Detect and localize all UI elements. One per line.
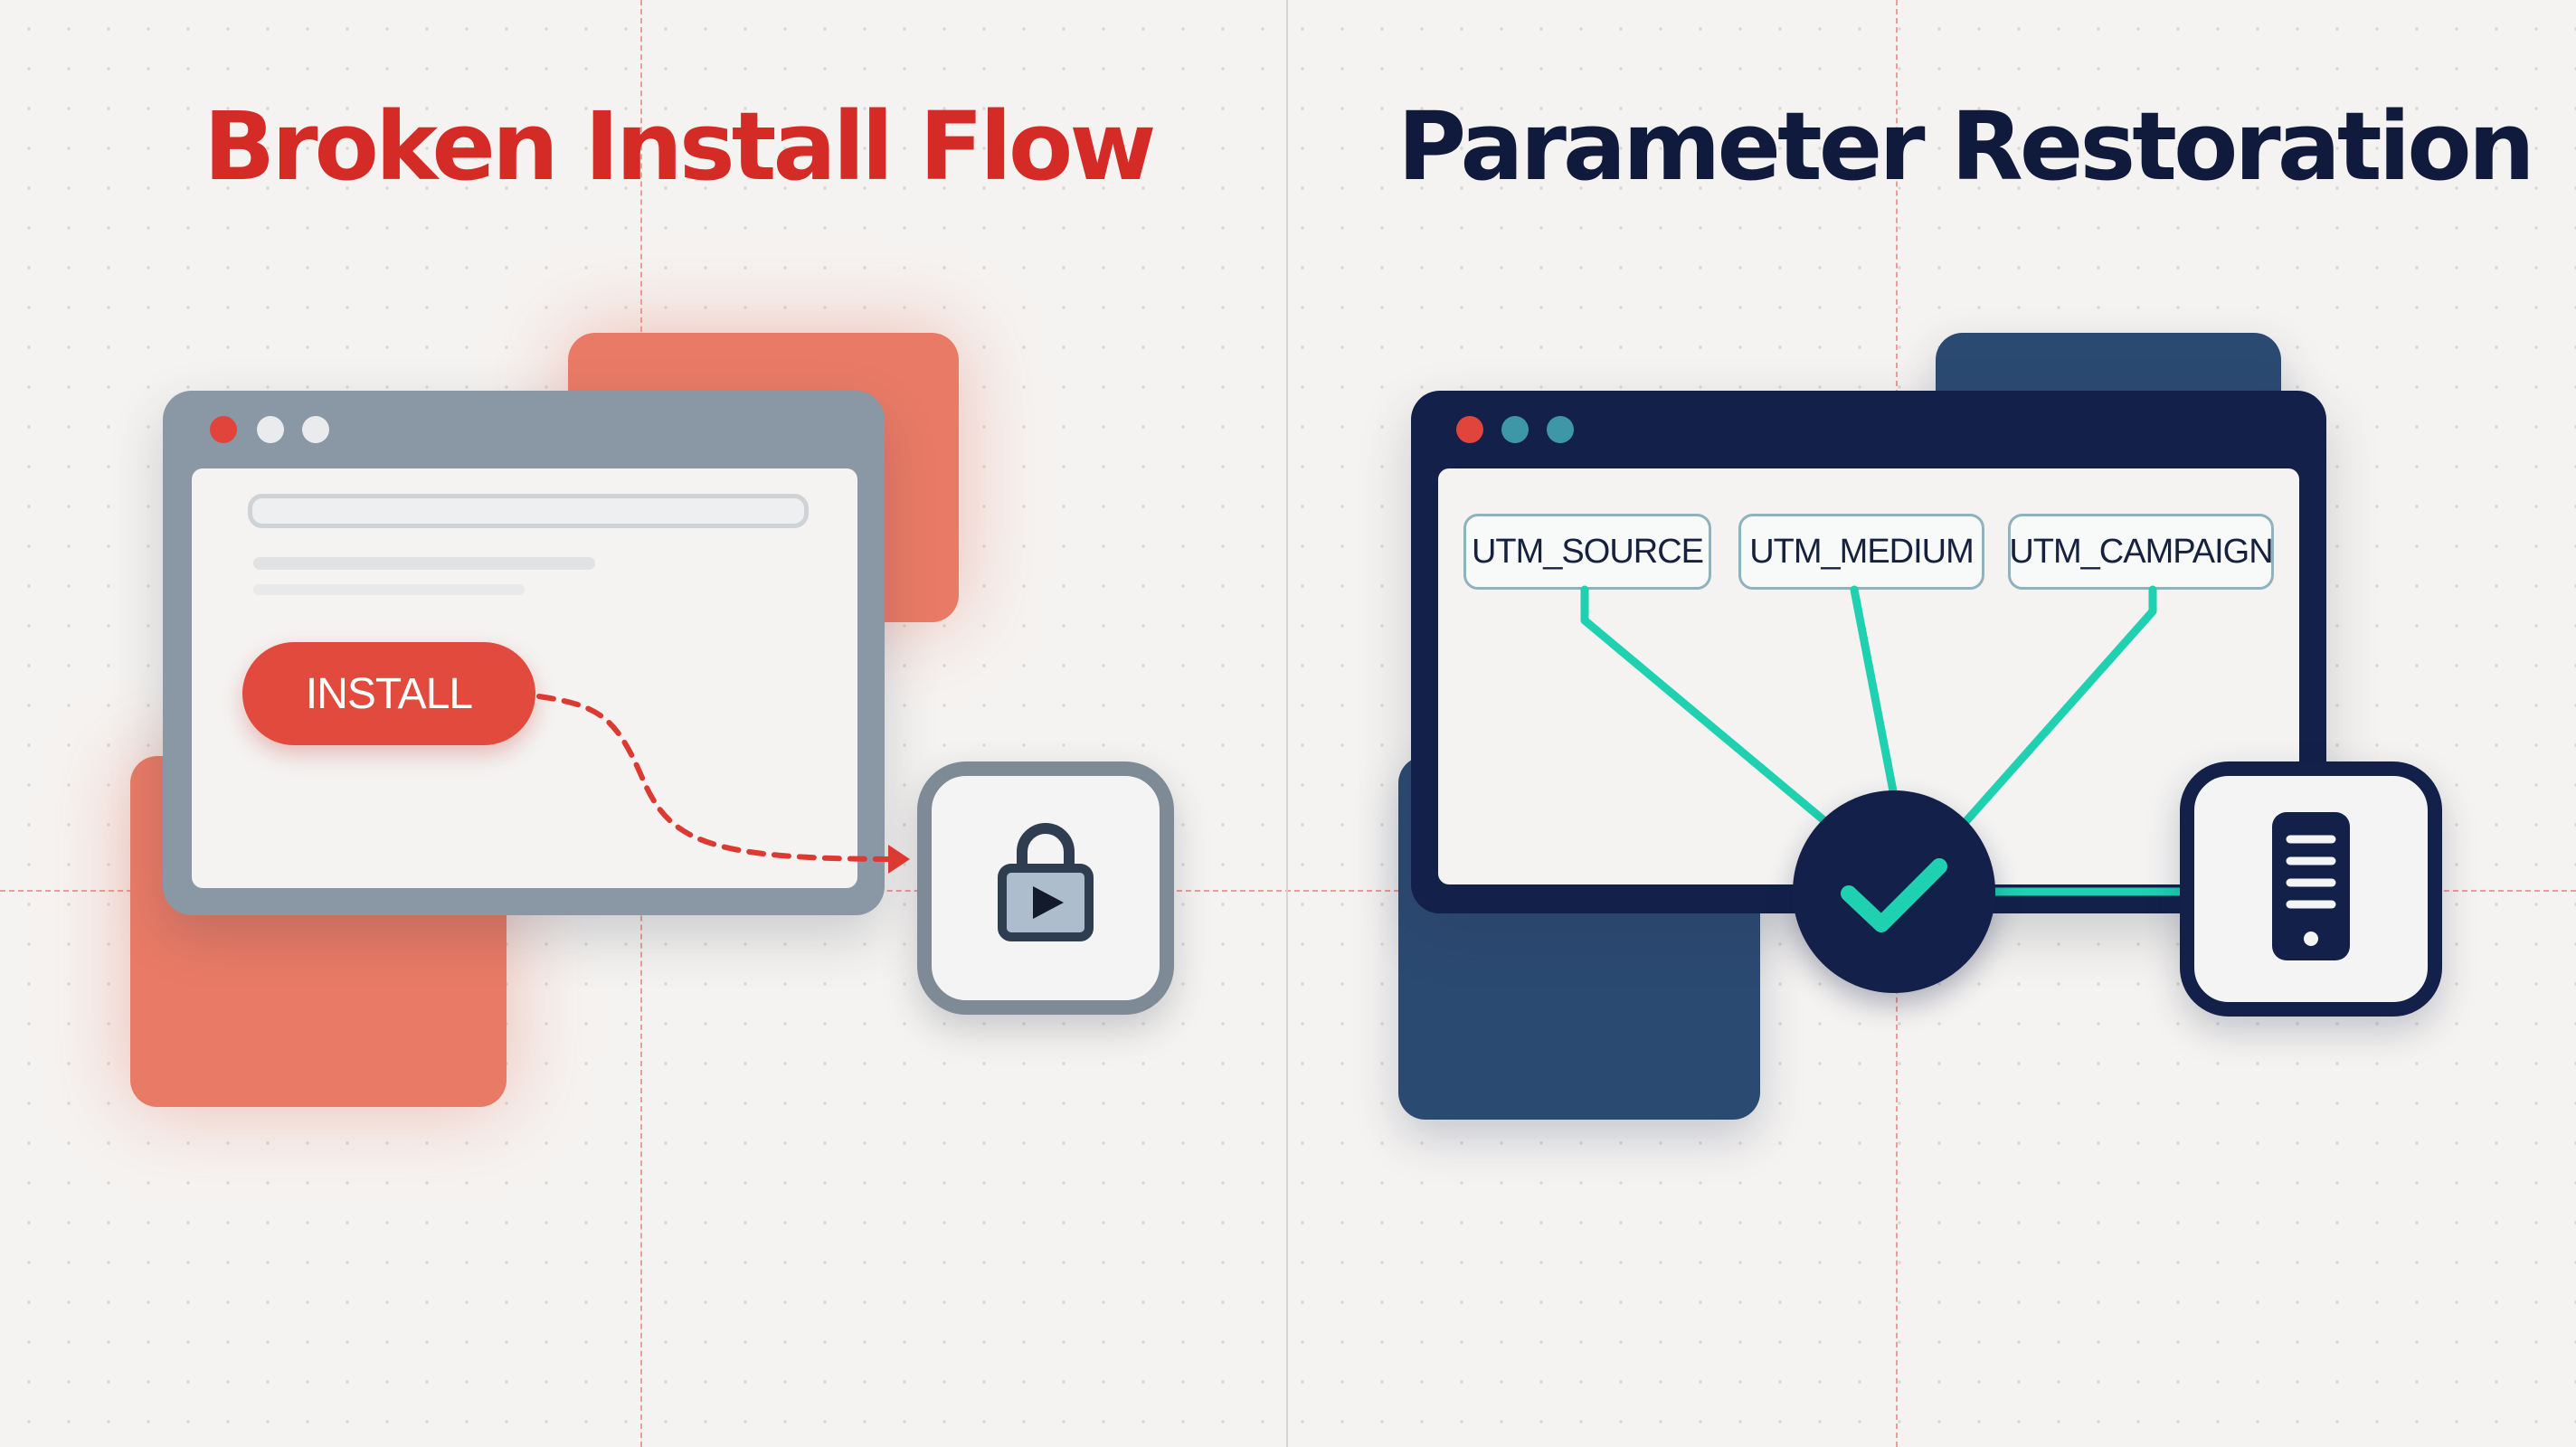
mobile-phone-icon — [2272, 812, 2350, 960]
window-minimize-dot[interactable] — [257, 416, 284, 443]
window-close-dot[interactable] — [210, 416, 237, 443]
checkmark-icon — [1841, 858, 1947, 932]
window-maximize-dot[interactable] — [302, 416, 329, 443]
utm-source-tag[interactable]: UTM_SOURCE — [1463, 514, 1711, 590]
device-tile[interactable] — [2180, 761, 2442, 1017]
utm-campaign-tag[interactable]: UTM_CAMPAIGN — [2008, 514, 2274, 590]
connector-utm-source — [1580, 585, 1832, 828]
utm-medium-tag[interactable]: UTM_MEDIUM — [1738, 514, 1984, 590]
app-store-bag-play-icon — [998, 823, 1094, 941]
placeholder-text-line — [253, 584, 525, 595]
left-panel-title: Broken Install Flow — [204, 91, 1156, 202]
address-bar[interactable] — [248, 494, 809, 528]
broken-redirect-arrow — [536, 694, 898, 862]
guide-line-horizontal — [0, 890, 2576, 892]
connector-utm-campaign — [1960, 585, 2157, 828]
connector-utm-medium — [1850, 585, 1899, 800]
window-minimize-dot[interactable] — [1501, 416, 1529, 443]
merge-checkpoint — [1793, 790, 1995, 993]
install-button[interactable]: INSTALL — [242, 642, 535, 745]
window-maximize-dot[interactable] — [1547, 416, 1574, 443]
placeholder-text-line — [253, 557, 595, 570]
window-close-dot[interactable] — [1456, 416, 1483, 443]
arrow-head — [888, 845, 910, 874]
right-panel-title: Parameter Restoration — [1397, 91, 2535, 202]
panel-divider — [1286, 0, 1288, 1447]
app-store-tile[interactable] — [917, 761, 1174, 1015]
